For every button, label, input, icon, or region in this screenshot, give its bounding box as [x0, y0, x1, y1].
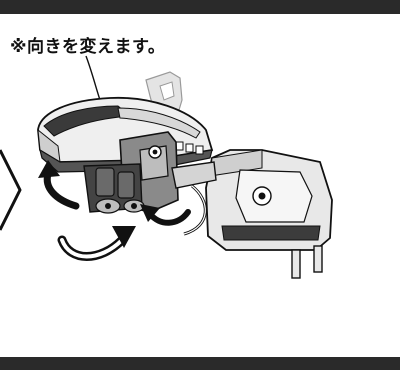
rear-car-body — [205, 149, 333, 279]
top-border-bar — [0, 0, 400, 14]
curved-arrow-up-icon — [38, 160, 80, 210]
connecting-arm — [171, 161, 217, 189]
curved-arrow-right-icon — [140, 204, 191, 226]
bottom-border-bar — [0, 357, 400, 370]
chevron-right-icon[interactable] — [0, 149, 22, 231]
curved-arrow-down-icon — [57, 226, 136, 261]
instruction-note: ※向きを変えます。 — [10, 37, 166, 57]
leader-line — [85, 55, 101, 101]
front-bogie — [83, 163, 145, 214]
swing-arc — [183, 184, 207, 236]
